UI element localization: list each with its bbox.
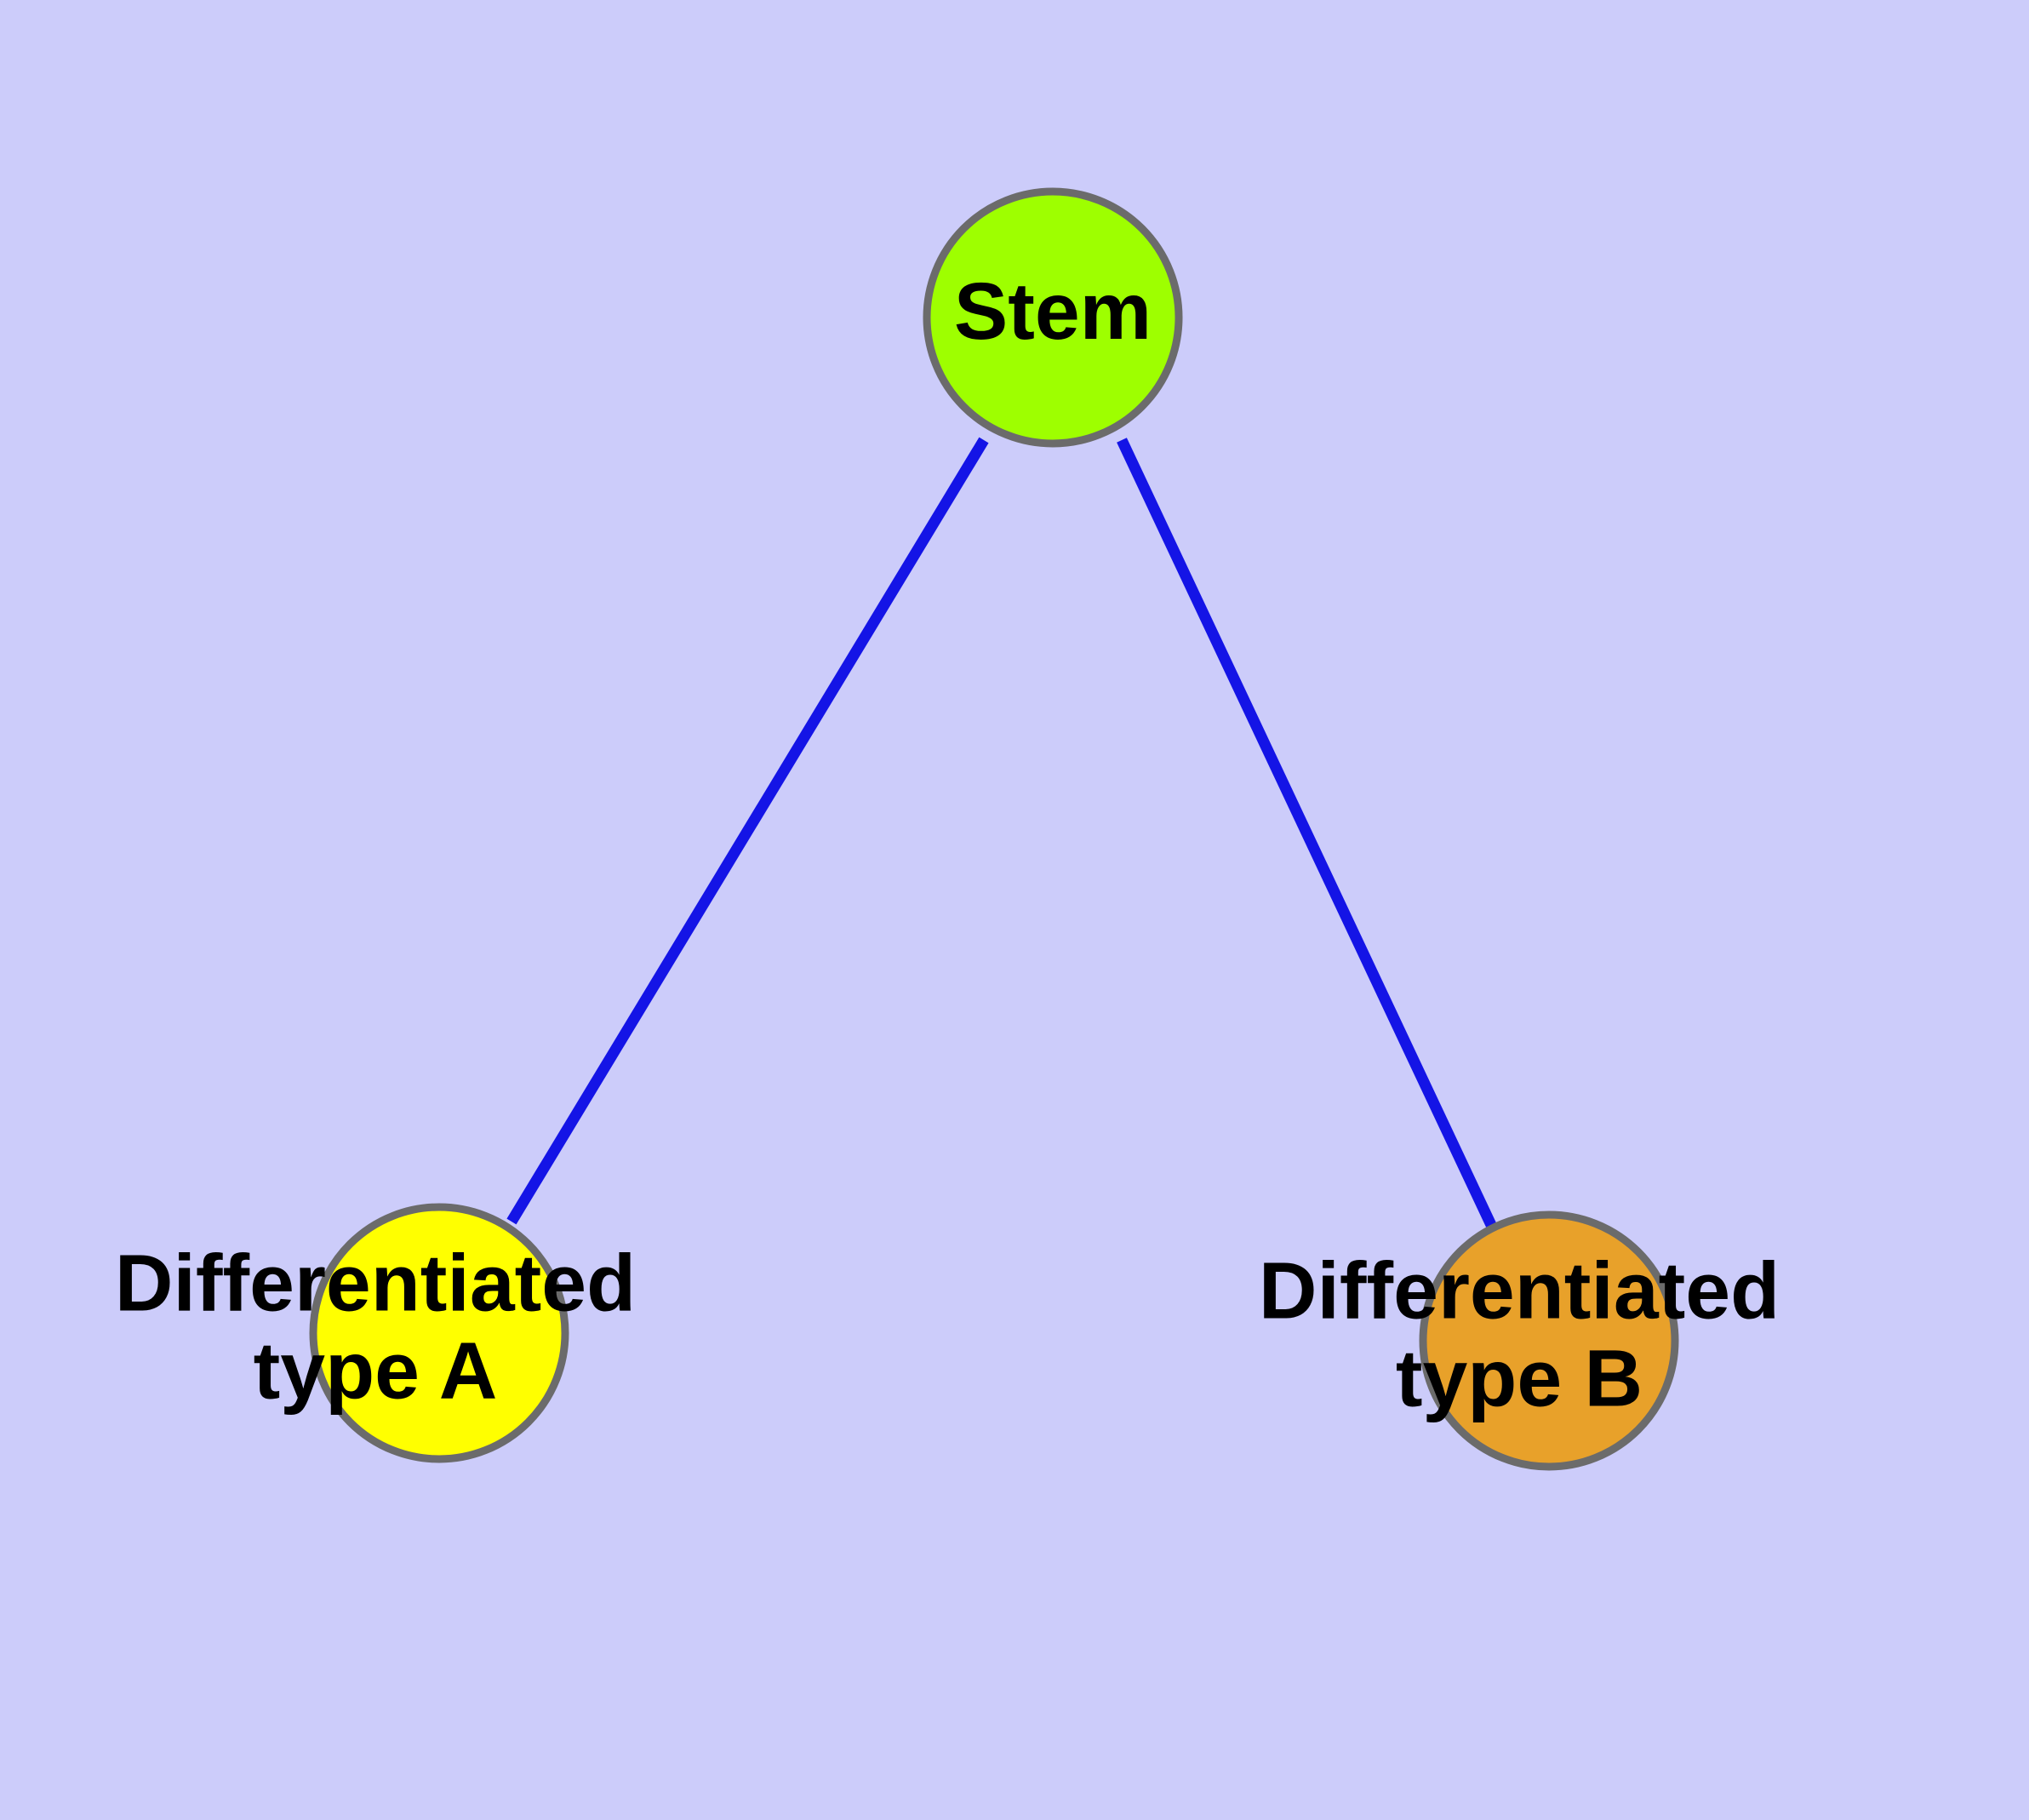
node-differentiated-type-b-circle[interactable]: [1419, 1210, 1679, 1471]
node-label-line: Stem: [954, 266, 1152, 357]
edge-stem-to-differentiated-type-a[interactable]: [506, 437, 989, 1225]
node-label-line: type A: [254, 1325, 498, 1416]
node-label-line: Differentiated: [1259, 1246, 1780, 1336]
node-differentiated-type-a[interactable]: [309, 1203, 569, 1463]
edge-stem-to-differentiated-type-b[interactable]: [1117, 438, 1496, 1228]
node-stem[interactable]: [923, 187, 1183, 448]
node-differentiated-type-b[interactable]: [1419, 1210, 1679, 1471]
node-layer: [309, 187, 1679, 1471]
node-stem-label: Stem: [954, 266, 1152, 357]
node-label-line: Differentiated: [115, 1239, 636, 1329]
node-label-line: type B: [1396, 1333, 1643, 1423]
node-stem-circle[interactable]: [923, 187, 1183, 448]
edge-layer: [506, 437, 1496, 1228]
node-differentiated-type-a-circle[interactable]: [309, 1203, 569, 1463]
